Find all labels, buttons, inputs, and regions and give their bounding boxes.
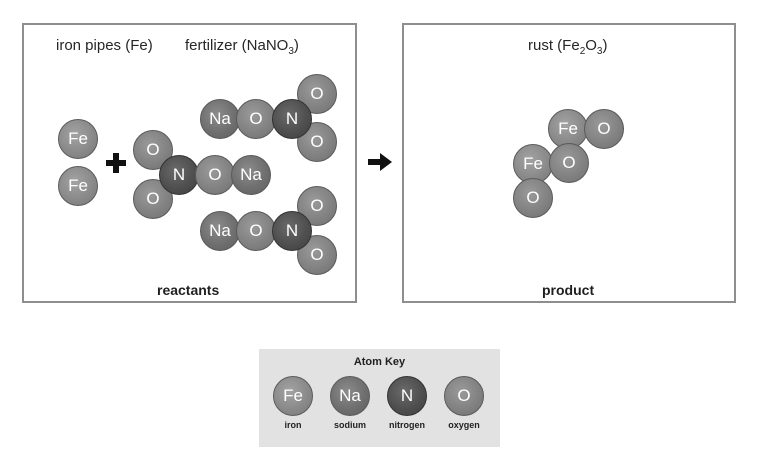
- key-label-oxygen: oxygen: [448, 420, 480, 430]
- iron-atom: Fe: [513, 144, 553, 184]
- key-item-nitrogen: N nitrogen: [379, 376, 435, 430]
- nitrogen-atom: N: [387, 376, 427, 416]
- product-title: product: [542, 282, 595, 298]
- atom-key-title: Atom Key: [353, 356, 406, 368]
- oxygen-atom: O: [549, 143, 589, 183]
- reactants-title: reactants: [157, 282, 220, 298]
- atom-key: Atom Key Fe iron Na sodium N nitrogen O …: [259, 349, 500, 447]
- oxygen-atom: O: [133, 130, 173, 170]
- sodium-atom: Na: [200, 99, 240, 139]
- key-label-nitrogen: nitrogen: [389, 420, 425, 430]
- rust-label-subscript-o: 3: [596, 46, 603, 57]
- right-arrow-icon: [368, 152, 394, 172]
- nitrogen-atom: N: [272, 99, 312, 139]
- key-label-sodium: sodium: [333, 420, 366, 430]
- key-item-sodium: Na sodium: [322, 376, 378, 430]
- oxygen-atom: O: [513, 178, 553, 218]
- fertilizer-label-prefix: fertilizer (NaNO: [185, 37, 289, 54]
- fertilizer-label-subscript: 3: [288, 46, 294, 57]
- rust-label-subscript-fe: 2: [579, 46, 586, 57]
- oxygen-atom: O: [444, 376, 484, 416]
- rust-label: rust (Fe2O3): [528, 37, 607, 57]
- rust-label-o: O: [585, 37, 597, 54]
- key-label-iron: iron: [284, 420, 302, 430]
- fertilizer-label: fertilizer (NaNO3): [185, 37, 299, 57]
- sodium-atom: Na: [231, 155, 271, 195]
- oxygen-atom: O: [195, 155, 235, 195]
- fertilizer-label-suffix: ): [293, 37, 299, 54]
- oxygen-atom: O: [236, 99, 276, 139]
- oxygen-atom: O: [236, 211, 276, 251]
- nitrogen-atom: N: [272, 211, 312, 251]
- plus-icon: [104, 151, 128, 175]
- iron-atom: Fe: [58, 166, 98, 206]
- iron-pipes-label: iron pipes (Fe): [56, 37, 153, 54]
- rust-label-suffix: ): [602, 37, 608, 54]
- sodium-atom: Na: [200, 211, 240, 251]
- rust-label-prefix: rust (Fe: [528, 37, 580, 54]
- key-item-iron: Fe iron: [265, 376, 321, 430]
- iron-atom: Fe: [58, 119, 98, 159]
- iron-atom: Fe: [273, 376, 313, 416]
- oxygen-atom: O: [584, 109, 624, 149]
- nitrogen-atom: N: [159, 155, 199, 195]
- sodium-atom: Na: [330, 376, 370, 416]
- key-item-oxygen: O oxygen: [436, 376, 492, 430]
